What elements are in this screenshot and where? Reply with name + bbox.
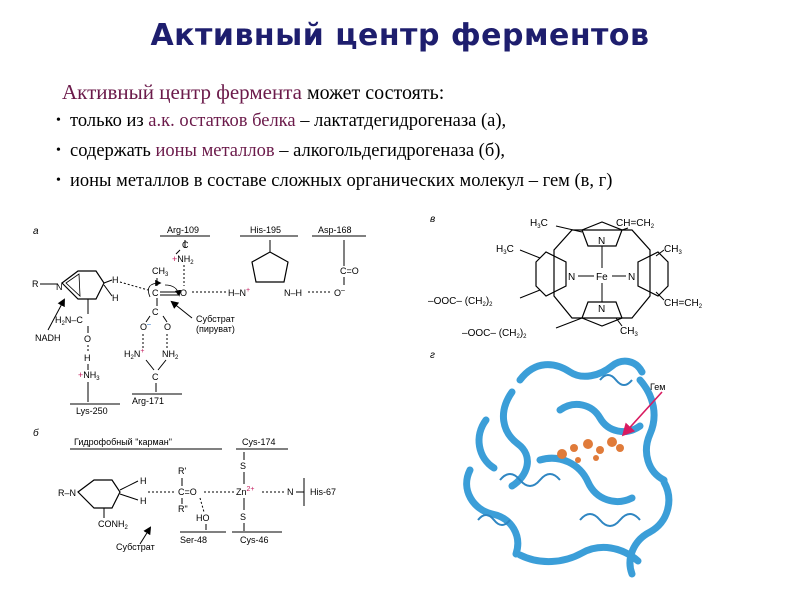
svg-text:C=O: C=O <box>340 266 359 276</box>
bullet-item: • только из а.к. остатков белка – лактатд… <box>56 106 612 136</box>
panel-c-label: в <box>430 214 435 225</box>
svg-text:+NH3: +NH3 <box>78 370 100 382</box>
panel-b-label: б <box>33 427 39 439</box>
panel-d-label: г <box>430 350 435 361</box>
residue-ser48: Ser-48 <box>180 535 207 545</box>
bullet-dot-icon: • <box>56 113 61 128</box>
bullet-list: • только из а.к. остатков белка – лактатд… <box>56 106 612 196</box>
panel-c-heme-structure: в N N N N Fe H3C CH=CH2 H3C CH3 CH=CH2 C… <box>428 214 703 340</box>
bullet-text: только из <box>70 111 149 131</box>
residue-arg109: Arg-109 <box>167 225 199 235</box>
panel-d-protein-ribbon: г Гем <box>430 350 673 578</box>
protein-ribbon <box>463 357 673 578</box>
svg-text:HO: HO <box>196 513 210 523</box>
residue-arg171: Arg-171 <box>132 396 164 406</box>
nadh-h1: H <box>112 275 119 285</box>
bullet-item: • содержать ионы металлов – алкогольдегид… <box>56 136 612 166</box>
bullet-item: • ионы металлов в составе сложных органич… <box>56 166 612 196</box>
svg-text:CH3: CH3 <box>620 326 638 338</box>
bullet-text: – гем (в, г) <box>524 171 613 191</box>
svg-text:N: N <box>568 272 575 283</box>
svg-text:O: O <box>164 322 171 332</box>
panel-a-lactate-dehydrogenase: а Arg-109 His-195 Asp-168 R N H H H2N–C … <box>32 225 366 416</box>
svg-text:N: N <box>598 236 605 247</box>
amide-h2n: H2N–C <box>55 315 83 327</box>
page-title: Активный центр ферментов <box>150 18 650 53</box>
svg-text:Zn2+: Zn2+ <box>236 486 255 497</box>
svg-text:CONH2: CONH2 <box>98 519 129 531</box>
pyr-o: O <box>180 288 187 298</box>
intro-highlight: Активный центр фермента <box>62 80 302 104</box>
bullet-text: – алкогольдегидрогеназа (б), <box>274 141 506 161</box>
nadh-h2: H <box>112 293 119 303</box>
svg-text:NH2: NH2 <box>162 349 179 361</box>
svg-text:CH=CH2: CH=CH2 <box>664 298 703 310</box>
svg-text:N: N <box>598 304 605 315</box>
heme-group-icon <box>557 437 624 463</box>
pyr-c1: C <box>152 288 159 298</box>
svg-text:O–: O– <box>140 321 151 332</box>
svg-text:CH=CH2: CH=CH2 <box>616 218 655 230</box>
svg-text:S: S <box>240 512 246 522</box>
svg-text:CH3: CH3 <box>152 266 169 278</box>
svg-text:R': R' <box>178 466 186 476</box>
pyr-c2: C <box>152 307 159 317</box>
svg-text:–OOC– (CH2)2: –OOC– (CH2)2 <box>428 296 493 308</box>
svg-text:C=O: C=O <box>178 487 197 497</box>
heme-label: Гем <box>650 382 665 392</box>
bullet-highlight: а.к. остатков белка <box>148 111 296 131</box>
bullet-dot-icon: • <box>56 173 61 188</box>
substrate-label-b: Субстрат <box>116 542 155 552</box>
svg-text:H3C: H3C <box>496 244 514 256</box>
svg-text:–OOC– (CH2)2: –OOC– (CH2)2 <box>462 328 527 340</box>
residue-lys250: Lys-250 <box>76 406 108 416</box>
svg-text:R": R" <box>178 504 188 514</box>
bullet-highlight: ионы металлов в составе сложных органиче… <box>70 171 525 191</box>
intro-line: Активный центр фермента может состоять: <box>62 80 444 105</box>
svg-text:+NH2: +NH2 <box>172 254 194 266</box>
bullet-text: – лактатдегидрогеназа (а), <box>295 111 507 131</box>
residue-cys46: Cys-46 <box>240 535 269 545</box>
intro-rest: может состоять: <box>301 82 445 104</box>
protein-ribbon-coils <box>477 374 641 527</box>
residue-asp168: Asp-168 <box>318 225 352 235</box>
bullet-text: содержать <box>70 141 156 161</box>
pyruvate-label: (пируват) <box>196 324 235 334</box>
svg-text:H–N+: H–N+ <box>228 287 250 298</box>
svg-text:H2N+: H2N+ <box>124 348 144 361</box>
panel-b-alcohol-dehydrogenase: б Гидрофобный "карман" Cys-174 R–N H H C… <box>33 427 336 552</box>
svg-text:N: N <box>628 272 635 283</box>
lys-h: H <box>84 353 91 363</box>
heme-arrow-icon <box>621 391 663 437</box>
svg-text:C: C <box>152 372 159 382</box>
nadh-r: R <box>32 279 39 289</box>
bullet-highlight: ионы металлов <box>155 141 275 161</box>
svg-text:C: C <box>182 240 189 250</box>
svg-text:S: S <box>240 461 246 471</box>
substrate-label: Субстрат <box>196 314 235 324</box>
svg-text:H: H <box>140 476 147 486</box>
residue-his195: His-195 <box>250 225 281 235</box>
svg-text:H: H <box>140 496 147 506</box>
panel-a-label: а <box>33 226 39 237</box>
svg-text:O–: O– <box>334 287 345 298</box>
svg-text:CH3: CH3 <box>664 244 682 256</box>
nadh-label: NADH <box>35 333 61 343</box>
amide-o: O <box>84 334 91 344</box>
nadh-n: N <box>56 282 63 292</box>
svg-text:N: N <box>287 487 294 497</box>
svg-text:N–H: N–H <box>284 288 302 298</box>
residue-his67: His-67 <box>310 487 336 497</box>
svg-text:H3C: H3C <box>530 218 548 230</box>
svg-text:R–N: R–N <box>58 488 76 498</box>
hydrophobic-pocket-label: Гидрофобный "карман" <box>74 437 172 447</box>
residue-cys174: Cys-174 <box>242 437 276 447</box>
iron-label: Fe <box>596 272 608 283</box>
bullet-dot-icon: • <box>56 143 61 158</box>
